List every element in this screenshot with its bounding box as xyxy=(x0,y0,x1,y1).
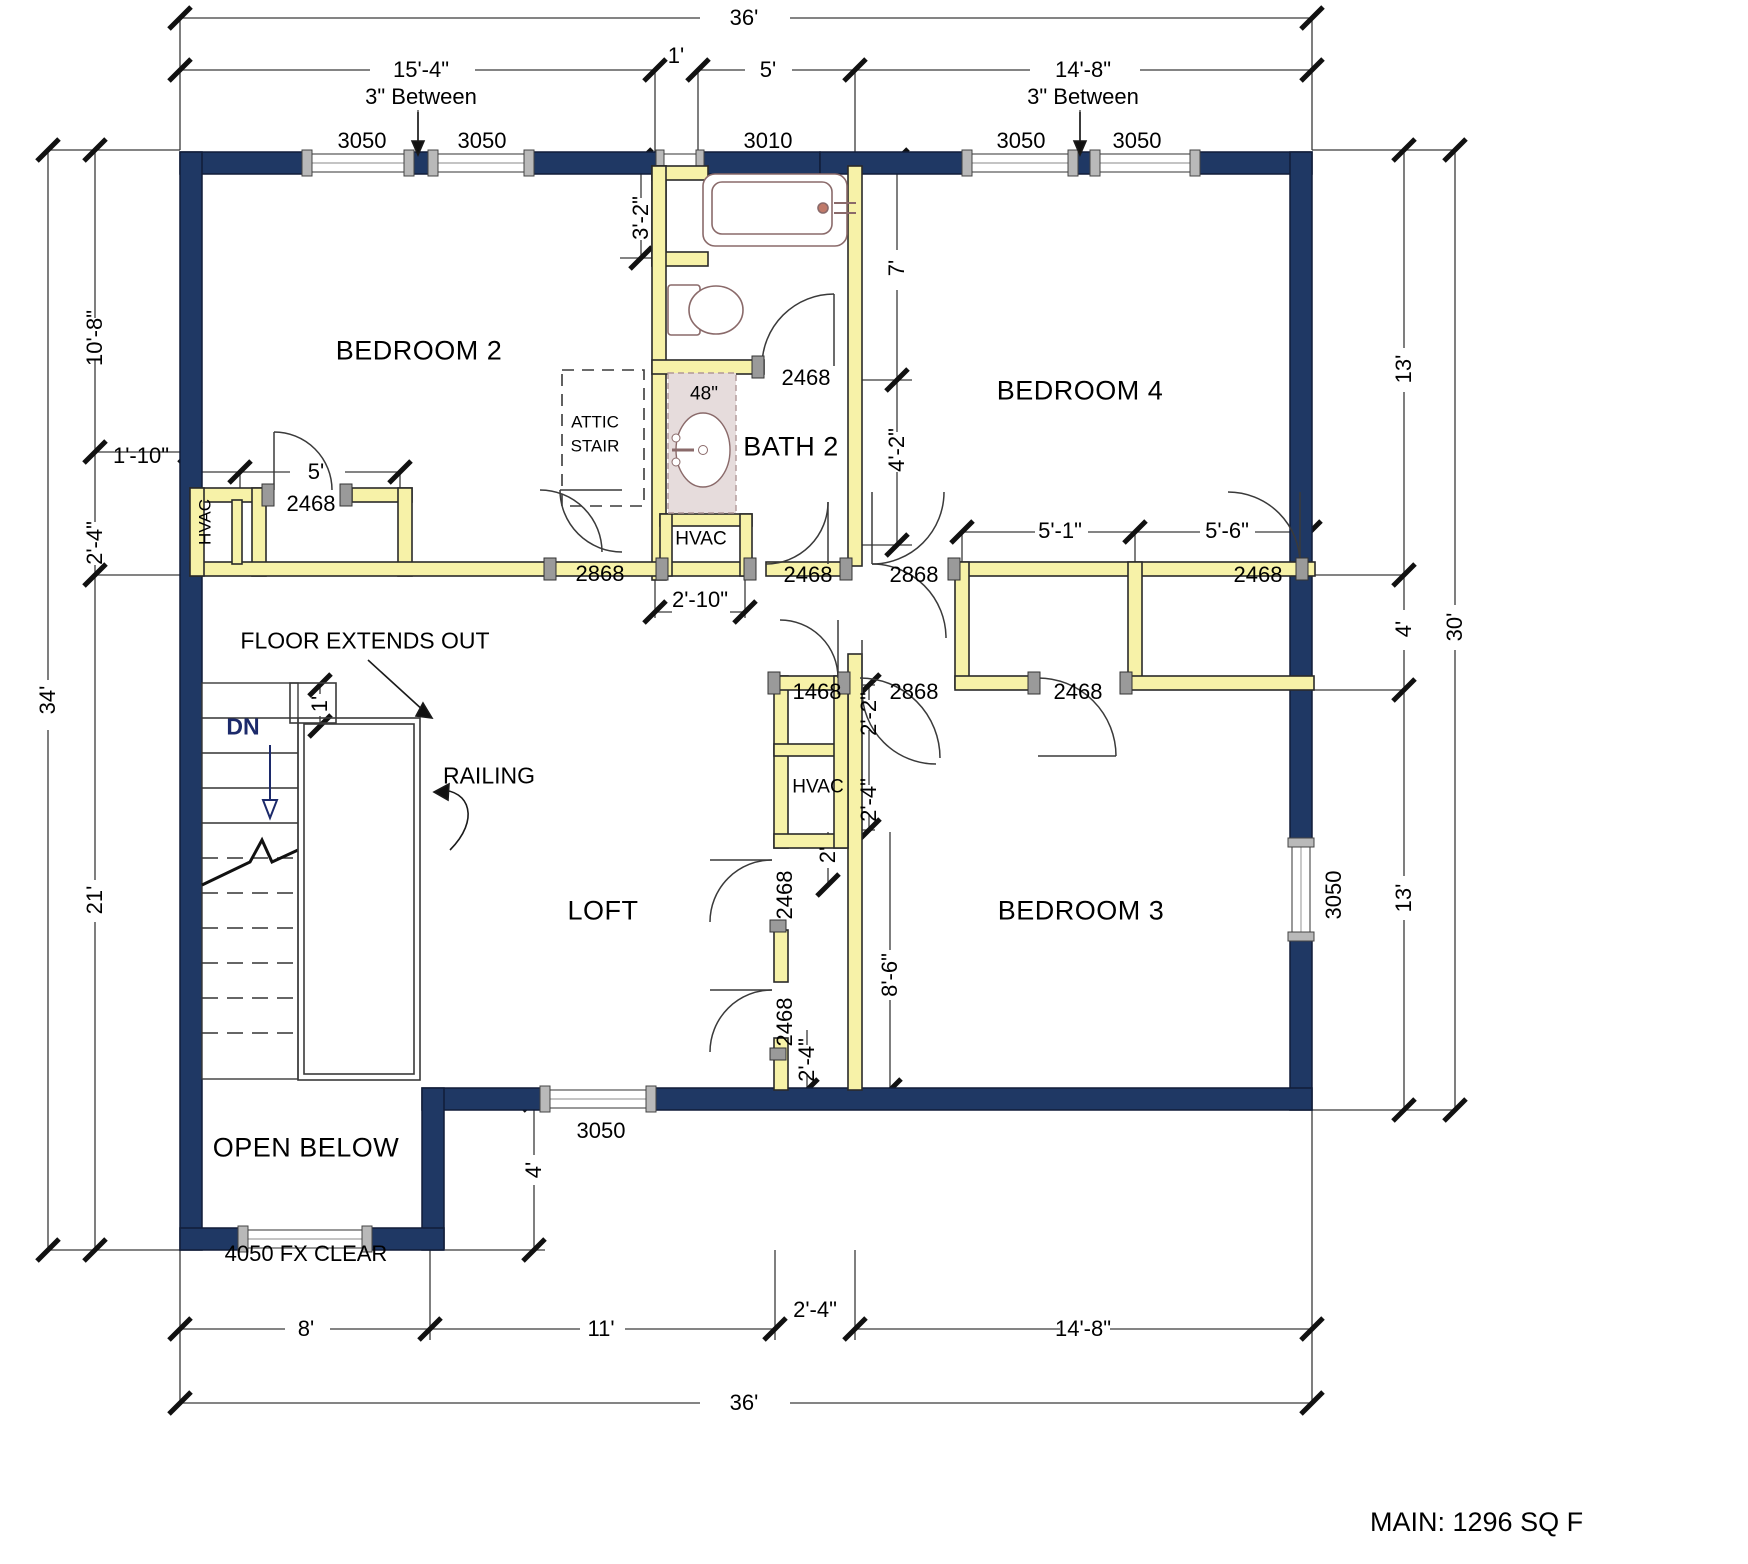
attic-stair-label-line2: STAIR xyxy=(570,436,620,456)
attic-stair-outline xyxy=(561,369,645,507)
dim-top-15-4: 15'-4" xyxy=(392,57,450,82)
dim-left-1-10: 1'-10" xyxy=(112,443,170,468)
dim-right-13-top: 13' xyxy=(1391,354,1416,384)
toilet xyxy=(667,284,744,336)
door-tag-2468-f: 2468 xyxy=(772,870,797,920)
window-tag-3010: 3010 xyxy=(743,128,793,153)
dim-int-2ft: 2' xyxy=(815,846,840,864)
window-tag-3050-f: 3050 xyxy=(576,1118,626,1143)
dim-bottom-14-8: 14'-8" xyxy=(1054,1316,1112,1341)
dim-right-13-bottom: 13' xyxy=(1391,883,1416,913)
hvac-label-bedroom2: HVAC xyxy=(195,499,215,545)
note-3in-between-right: 3" Between xyxy=(1027,84,1139,109)
bathtub xyxy=(702,173,856,247)
door-tag-2868-a: 2868 xyxy=(575,561,625,586)
dim-overall-top-36: 36' xyxy=(729,5,759,30)
dim-int-1ft: 1' xyxy=(307,695,332,713)
railing xyxy=(289,682,421,1081)
leader-lines xyxy=(367,112,1088,851)
door-jambs xyxy=(261,355,1309,1061)
dim-bottom-8: 8' xyxy=(297,1316,315,1341)
window-tag-3050-e: 3050 xyxy=(1321,870,1346,920)
room-label-open-below: OPEN BELOW xyxy=(212,1132,400,1163)
note-railing: RAILING xyxy=(442,762,536,789)
dim-bottom-11: 11' xyxy=(587,1316,615,1341)
main-area-note: MAIN: 1296 SQ F xyxy=(1370,1507,1584,1537)
dim-top-1ft: 1' xyxy=(667,43,685,68)
dim-left-21: 21' xyxy=(82,885,107,915)
room-label-loft: LOFT xyxy=(567,895,639,926)
window-tag-3050-b: 3050 xyxy=(457,128,507,153)
dim-int-4-2: 4'-2" xyxy=(884,428,909,472)
dim-top-14-8: 14'-8" xyxy=(1054,57,1112,82)
dim-left-2-4: 2'-4" xyxy=(82,521,107,565)
dim-int-3-2: 3'-2" xyxy=(628,196,653,240)
dim-int-4ft-bottom: 4' xyxy=(521,1161,546,1179)
hvac-label-center: HVAC xyxy=(675,528,727,550)
window-tag-3050-d: 3050 xyxy=(1112,128,1162,153)
attic-stair-label-line1: ATTIC xyxy=(571,412,619,432)
dim-right-4ft: 4' xyxy=(1391,620,1416,638)
window-tag-3050-a: 3050 xyxy=(337,128,387,153)
room-label-bedroom-2: BEDROOM 2 xyxy=(335,335,503,366)
window-tag-3050-c: 3050 xyxy=(996,128,1046,153)
door-tag-2868-c: 2868 xyxy=(889,679,939,704)
stair-direction-label: DN xyxy=(226,713,260,740)
dim-bottom-2-4: 2'-4" xyxy=(793,1297,837,1322)
dim-int-5-1: 5'-1" xyxy=(1038,518,1082,543)
vanity-width-label: 48" xyxy=(690,383,718,405)
door-tag-2468-b: 2468 xyxy=(781,365,831,390)
room-label-bedroom-4: BEDROOM 4 xyxy=(996,375,1164,406)
hvac-label-loft: HVAC xyxy=(792,776,844,798)
window-label-4050-fx-clear: 4050 FX CLEAR xyxy=(224,1241,388,1266)
dim-left-10-8: 10'-8" xyxy=(82,309,107,367)
dim-int-5-6: 5'-6" xyxy=(1205,518,1249,543)
door-tag-2468-c: 2468 xyxy=(783,562,833,587)
exterior-walls xyxy=(179,151,1313,1251)
dimension-lines xyxy=(47,17,1456,1404)
door-tag-2468-a: 2468 xyxy=(286,491,336,516)
door-tag-2468-e: 2468 xyxy=(1053,679,1103,704)
staircase xyxy=(201,682,299,1080)
door-tag-2868-b: 2868 xyxy=(889,562,939,587)
window-jambs xyxy=(237,149,1315,1253)
dim-overall-bottom-36: 36' xyxy=(729,1390,759,1415)
vanity-sink xyxy=(667,372,737,514)
note-floor-extends-out: FLOOR EXTENDS OUT xyxy=(240,627,490,654)
door-swings xyxy=(273,293,1301,1053)
windows xyxy=(241,153,1311,1249)
dim-int-2-4-a: 2'-4" xyxy=(856,778,881,822)
dim-int-2-10: 2'-10" xyxy=(671,587,729,612)
door-tag-2468-d: 2468 xyxy=(1233,562,1283,587)
dim-int-7ft: 7' xyxy=(884,259,909,277)
note-3in-between-left: 3" Between xyxy=(365,84,477,109)
door-tag-1468: 1468 xyxy=(792,679,842,704)
dim-int-2-4-b: 2'-4" xyxy=(794,1038,819,1082)
dim-overall-left-34: 34' xyxy=(35,685,60,715)
dim-closet-5ft: 5' xyxy=(307,459,325,484)
dim-top-5ft: 5' xyxy=(759,57,777,82)
dim-overall-right-30: 30' xyxy=(1442,612,1467,642)
interior-walls xyxy=(189,165,1316,1091)
door-tag-2468-g: 2468 xyxy=(772,997,797,1047)
dim-int-8-6: 8'-6" xyxy=(877,953,902,997)
dim-int-2-2: 2'-2" xyxy=(856,692,881,736)
room-label-bath-2: BATH 2 xyxy=(743,431,839,462)
room-label-bedroom-3: BEDROOM 3 xyxy=(997,895,1165,926)
